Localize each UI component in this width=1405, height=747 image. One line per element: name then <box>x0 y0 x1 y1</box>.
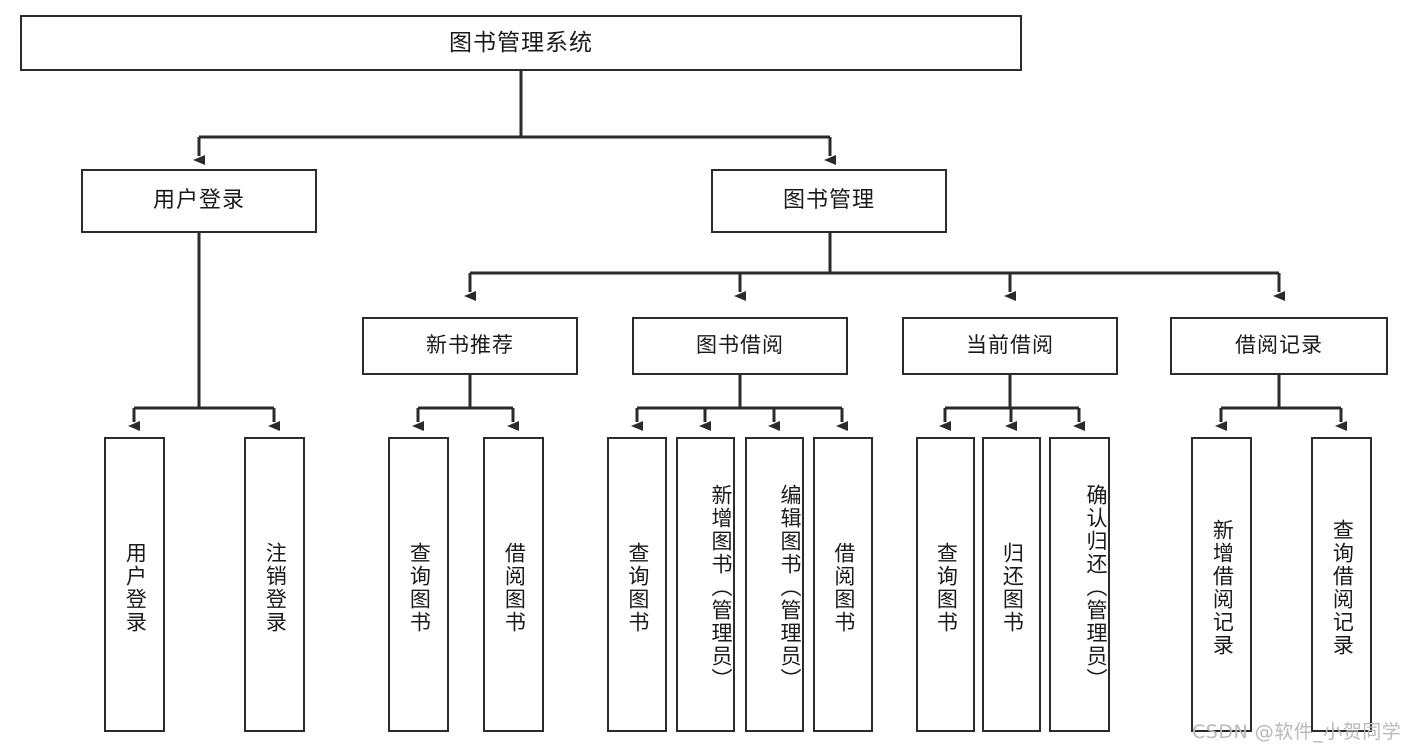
leaf-user-login[interactable]: 用户登录 <box>104 437 165 732</box>
node-new-book-recommend[interactable]: 新书推荐 <box>362 317 578 375</box>
node-current-borrow[interactable]: 当前借阅 <box>902 317 1118 375</box>
leaf-cb-query-book[interactable]: 查询图书 <box>916 437 975 732</box>
leaf-br-query-record[interactable]: 查询借阅记录 <box>1311 437 1372 732</box>
leaf-bb-query-book[interactable]: 查询图书 <box>607 437 667 732</box>
node-root-system[interactable]: 图书管理系统 <box>20 15 1022 71</box>
leaf-nb-query-book[interactable]: 查询图书 <box>388 437 449 732</box>
leaf-bb-add-book-admin[interactable]: 新增图书（管理员） <box>676 437 735 732</box>
node-book-borrow[interactable]: 图书借阅 <box>632 317 848 375</box>
leaf-bb-edit-book-admin[interactable]: 编辑图书（管理员） <box>745 437 804 732</box>
leaf-br-add-record[interactable]: 新增借阅记录 <box>1191 437 1252 732</box>
leaf-bb-borrow-book[interactable]: 借阅图书 <box>813 437 873 732</box>
node-borrow-record[interactable]: 借阅记录 <box>1170 317 1388 375</box>
node-user-login[interactable]: 用户登录 <box>81 169 317 233</box>
leaf-cb-return-book[interactable]: 归还图书 <box>982 437 1041 732</box>
leaf-cb-confirm-return-admin[interactable]: 确认归还（管理员） <box>1049 437 1110 732</box>
leaf-logout[interactable]: 注销登录 <box>244 437 305 732</box>
leaf-nb-borrow-book[interactable]: 借阅图书 <box>483 437 544 732</box>
node-book-management[interactable]: 图书管理 <box>711 169 947 233</box>
